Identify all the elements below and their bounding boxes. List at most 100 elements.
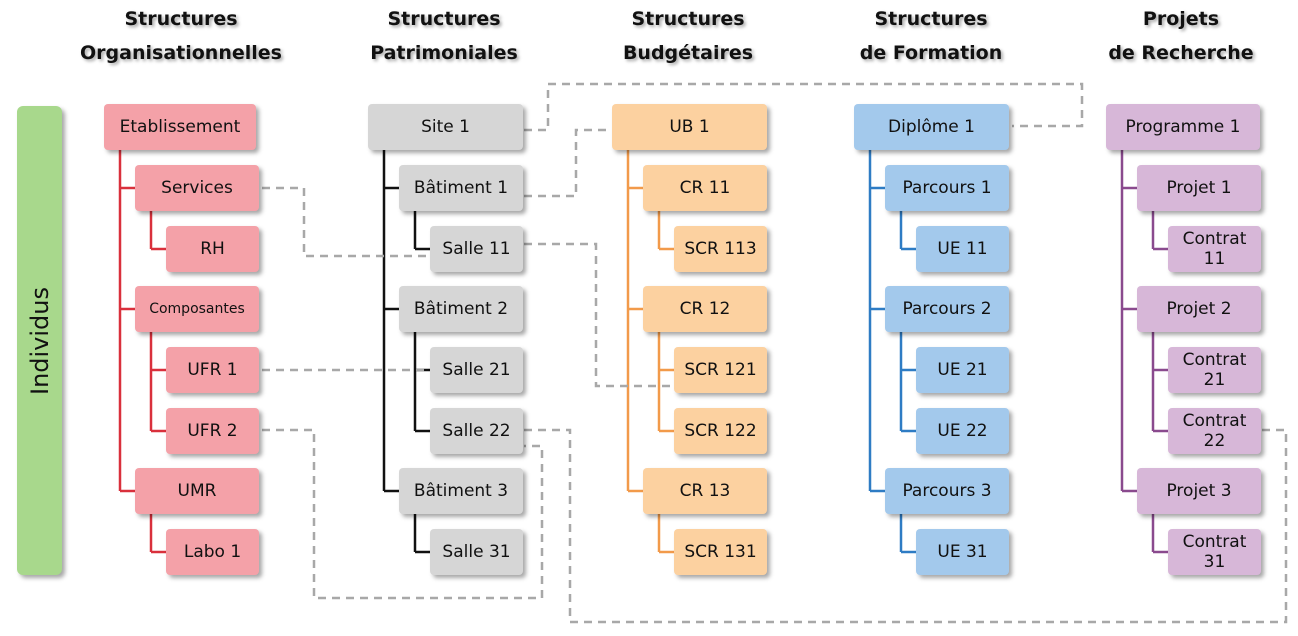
node-salle-22[interactable]: Salle 22 (430, 408, 523, 454)
header-line: Budgétaires (622, 42, 754, 64)
node-rh[interactable]: RH (166, 226, 259, 272)
node-ufr-1[interactable]: UFR 1 (166, 347, 259, 393)
header-line: Structures (874, 8, 988, 30)
header-line: Structures (124, 8, 238, 30)
node-scr-131[interactable]: SCR 131 (674, 529, 767, 575)
node-label: Parcours 1 (902, 178, 992, 198)
header-rec: Projets de Recherche (1061, 2, 1298, 70)
node-salle-21[interactable]: Salle 21 (430, 347, 523, 393)
node-label: Salle 21 (442, 360, 511, 380)
node-label: CR 12 (679, 299, 731, 319)
node-ub-1[interactable]: UB 1 (612, 104, 767, 150)
node-label: UMR (177, 481, 217, 501)
node-label: UFR 2 (187, 421, 238, 441)
node-services[interactable]: Services (135, 165, 259, 211)
node-label: Salle 31 (442, 542, 511, 562)
node-label: UE 21 (937, 360, 988, 380)
node-label: SCR 122 (684, 421, 757, 441)
header-line: Structures (631, 8, 745, 30)
node-label: Services (161, 178, 233, 198)
header-line: Organisationnelles (80, 42, 282, 64)
node-label-line: 11 (1203, 249, 1226, 269)
header-line: de Recherche (1108, 42, 1254, 64)
node-projet-1[interactable]: Projet 1 (1137, 165, 1261, 211)
header-line: Structures (387, 8, 501, 30)
node-label: UE 22 (937, 421, 988, 441)
node-umr[interactable]: UMR (135, 468, 259, 514)
node-label: Bâtiment 3 (413, 481, 509, 501)
node-ufr-2[interactable]: UFR 2 (166, 408, 259, 454)
node-label: SCR 121 (684, 360, 757, 380)
header-line: Patrimoniales (370, 42, 518, 64)
node-ue-31[interactable]: UE 31 (916, 529, 1009, 575)
node-salle-11[interactable]: Salle 11 (430, 226, 523, 272)
node-label: UFR 1 (187, 360, 238, 380)
node-scr-122[interactable]: SCR 122 (674, 408, 767, 454)
node-label-line: 21 (1203, 370, 1226, 390)
node-composantes[interactable]: Composantes (135, 286, 259, 332)
node-parcours-3[interactable]: Parcours 3 (885, 468, 1009, 514)
individus-bar: Individus (17, 106, 62, 575)
node-projet-3[interactable]: Projet 3 (1137, 468, 1261, 514)
node-cr-11[interactable]: CR 11 (643, 165, 767, 211)
link-ufr-2-to-salle-22 (262, 428, 544, 600)
node-label: Bâtiment 1 (413, 178, 509, 198)
node-label-line: Contrat (1182, 350, 1247, 370)
header-line: de Formation (859, 42, 1003, 64)
node-salle-31[interactable]: Salle 31 (430, 529, 523, 575)
node-batiment-1[interactable]: Bâtiment 1 (399, 165, 523, 211)
link-services-to-salle-11 (262, 186, 428, 258)
node-label: Composantes (149, 301, 245, 317)
node-label-line: Contrat (1182, 532, 1247, 552)
node-label: SCR 131 (684, 542, 757, 562)
header-for: Structures de Formation (811, 2, 1051, 70)
node-label: Labo 1 (183, 542, 242, 562)
link-batiment-1-to-ub-1 (524, 128, 612, 198)
node-label: Salle 11 (442, 239, 511, 259)
node-cr-13[interactable]: CR 13 (643, 468, 767, 514)
node-label: Projet 2 (1166, 299, 1232, 319)
node-scr-121[interactable]: SCR 121 (674, 347, 767, 393)
node-parcours-2[interactable]: Parcours 2 (885, 286, 1009, 332)
node-label: UE 11 (937, 239, 988, 259)
node-label-line: Contrat (1182, 229, 1247, 249)
node-batiment-2[interactable]: Bâtiment 2 (399, 286, 523, 332)
node-ue-22[interactable]: UE 22 (916, 408, 1009, 454)
node-scr-113[interactable]: SCR 113 (674, 226, 767, 272)
node-label: UE 31 (937, 542, 988, 562)
node-label: UB 1 (669, 117, 710, 137)
node-label: Salle 22 (442, 421, 511, 441)
link-site-1-to-diplome-1 (524, 82, 1084, 132)
node-label: CR 13 (679, 481, 731, 501)
node-cr-12[interactable]: CR 12 (643, 286, 767, 332)
node-diplome-1[interactable]: Diplôme 1 (854, 104, 1009, 150)
link-salle-22-to-contrat-22 (524, 428, 1288, 624)
node-parcours-1[interactable]: Parcours 1 (885, 165, 1009, 211)
node-projet-2[interactable]: Projet 2 (1137, 286, 1261, 332)
node-label: SCR 113 (684, 239, 757, 259)
node-site-1[interactable]: Site 1 (368, 104, 523, 150)
node-labo-1[interactable]: Labo 1 (166, 529, 259, 575)
node-label: Etablissement (119, 117, 241, 137)
node-programme-1[interactable]: Programme 1 (1106, 104, 1260, 150)
node-label: Programme 1 (1125, 117, 1241, 137)
node-etablissement[interactable]: Etablissement (104, 104, 256, 150)
node-label: RH (200, 239, 225, 259)
node-label: Parcours 3 (902, 481, 992, 501)
node-batiment-3[interactable]: Bâtiment 3 (399, 468, 523, 514)
node-ue-21[interactable]: UE 21 (916, 347, 1009, 393)
node-label: Projet 3 (1166, 481, 1232, 501)
header-line: Projets (1142, 8, 1220, 30)
link-salle-11-to-scr-121 (524, 242, 674, 388)
node-ue-11[interactable]: UE 11 (916, 226, 1009, 272)
